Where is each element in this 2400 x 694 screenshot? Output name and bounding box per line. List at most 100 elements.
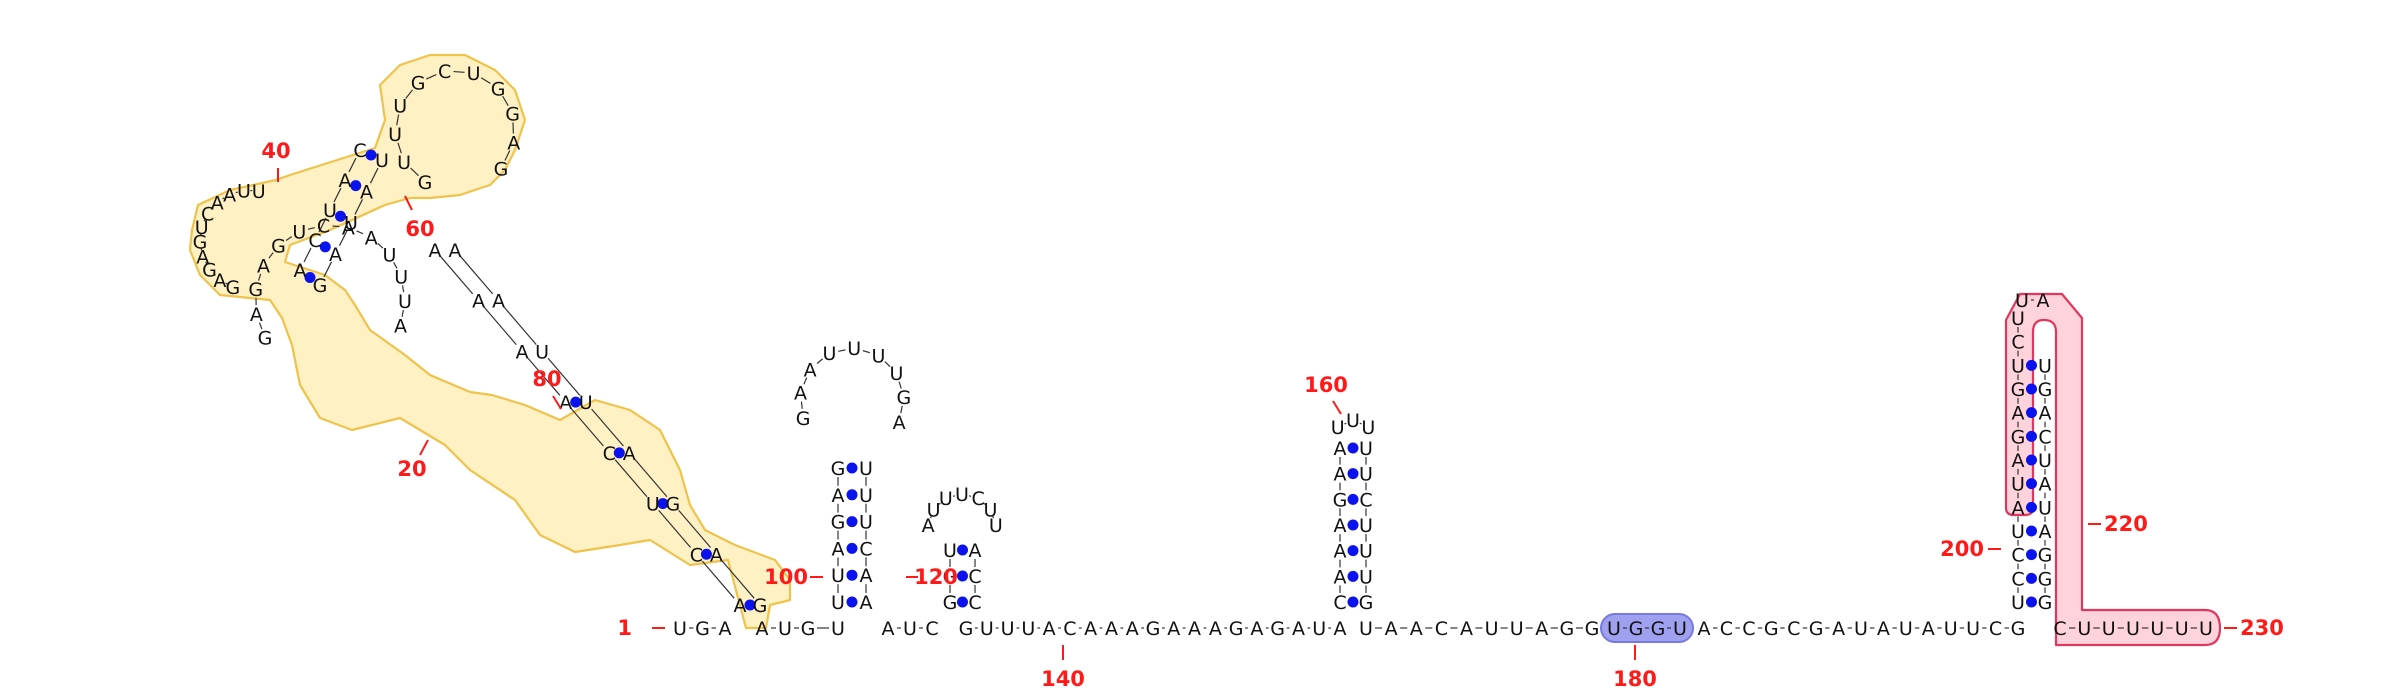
nucleotide: U [673,618,687,640]
nucleotide: G [1333,489,1348,511]
backbone-link [503,307,537,345]
nucleotide: A [2039,521,2052,543]
nucleotide: A [922,515,935,537]
nucleotide: C [2011,545,2024,567]
nucleotide: U [1359,541,1373,563]
index-label-100: 100 [764,565,808,589]
backbone-link [571,408,604,447]
base-pair-dot [957,544,968,556]
nucleotide: A [1105,618,1118,640]
index-labels: 1 20 40 60 80 100 120 140 160 180 200 22… [261,139,2283,691]
backbone-link [992,516,995,519]
index-label-220: 220 [2104,512,2148,536]
nucleotide: U [1331,417,1345,439]
nucleotide: A [2012,403,2025,425]
nucleotide: U [2011,355,2025,377]
base-pair-dot [2026,383,2037,395]
nucleotide: G [491,78,506,100]
backbone-link [323,261,333,278]
index-label-140: 140 [1041,667,1085,691]
nucleotide: G [665,494,680,516]
base-pair-dot [2026,407,2037,419]
nucleotide: A [1877,618,1890,640]
nucleotide: A [794,383,807,405]
nucleotide: A [1209,618,1222,640]
nucleotide: G [1359,592,1374,614]
nucleotide: A [2012,497,2025,519]
nucleotide: G [1229,618,1244,640]
nucleotide: C [1720,618,1733,640]
nucleotide: U [393,96,407,118]
backbone-link [502,95,509,106]
index-label-120: 120 [914,565,958,589]
nucleotide: G [1764,618,1779,640]
nucleotide: A [342,217,355,239]
nucleotide: C [353,140,366,162]
backbone-link [983,502,986,505]
nucleotide: G [2011,618,2026,640]
nucleotide: U [252,181,266,203]
nucleotide: A [860,592,873,614]
nucleotide: A [1292,618,1305,640]
backbone-link [678,510,712,548]
backbone-link [369,167,379,184]
backbone-link [318,217,327,233]
nucleotide: A [1334,438,1347,460]
nucleotide: C [1333,592,1346,614]
nucleotide: A [360,181,373,203]
nucleotide: U [646,494,660,516]
backbone-link [701,560,735,599]
nucleotide: U [2011,474,2025,496]
nucleotide: C [308,230,321,252]
nucleotide: U [1359,566,1373,588]
nucleotide: U [983,499,997,521]
nucleotide: A [1460,618,1473,640]
nucleotide: U [939,488,953,510]
backbone-link [401,285,405,293]
nucleotide: A [1250,618,1263,640]
nucleotide: A [719,618,732,640]
nucleotide: U [831,592,845,614]
nucleotide: C [690,544,703,566]
backbone-link [257,273,262,281]
nucleotide: G [959,618,974,640]
nucleotide: A [1334,464,1347,486]
highlight-regions [188,53,2222,647]
base-pair-dot [1347,545,1359,557]
backbone-link [527,357,561,396]
backbone-link [453,70,465,73]
nucleotide: C [971,488,984,510]
tick-80 [552,395,562,410]
index-label-230: 230 [2240,616,2284,640]
nucleotide: U [1854,618,1868,640]
backbone-link [884,361,891,368]
nucleotide: U [1607,618,1621,640]
backbone-link [213,273,216,276]
nucleotide: G [505,103,520,125]
base-pair-dot [2026,478,2037,490]
nucleotide: U [1485,618,1499,640]
nucleotide: A [516,341,529,363]
nucleotide: U [989,515,1003,537]
base-pair-dot [846,569,858,581]
nucleotide: U [1021,618,1035,640]
nucleotide: U [237,180,251,202]
nucleotide: A [250,304,263,326]
base-pair-dot [304,272,316,283]
nucleotide: U [2011,308,2025,330]
base-pairs [304,149,2037,611]
nucleotide: A [211,192,224,214]
nucleotide: C [1989,618,2002,640]
nucleotide: U [943,540,957,562]
base-pair-dot [957,596,968,608]
nucleotide: G [1651,618,1666,640]
nucleotide: U [831,618,845,640]
nucleotide: G [202,259,217,281]
backbone-link [614,459,648,498]
backbone-link [397,142,402,154]
nucleotide: U [859,458,873,480]
pink-hairpin-highlight [2004,292,2222,647]
nucleotide: U [1899,618,1913,640]
